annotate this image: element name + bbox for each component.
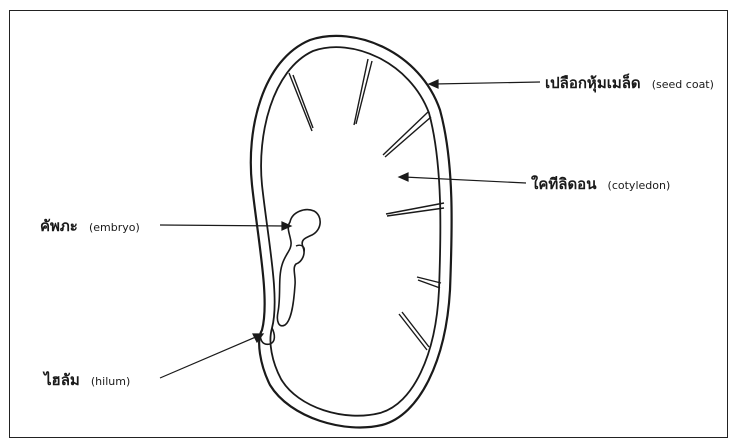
hilum-english: (hilum): [91, 375, 130, 388]
hilum-label: ไฮลัม (hilum): [42, 370, 130, 389]
seed-coat-arrow-line: [434, 82, 540, 84]
hilum-notch: [260, 328, 274, 344]
annotation-arrows: [160, 80, 540, 378]
embryo-english: (embryo): [89, 221, 140, 234]
cotyledon-english: (cotyledon): [608, 179, 671, 192]
cotyledon-arrowhead: [399, 173, 408, 181]
hilum-thai: ไฮลัม: [42, 370, 80, 389]
cotyledon-label: ใคทีลิดอน (cotyledon): [531, 174, 670, 193]
seed-coat-english: (seed coat): [652, 78, 714, 91]
cotyledon-thai: ใคทีลิดอน: [531, 175, 597, 193]
hilum-arrow-line: [160, 336, 258, 378]
cotyledon-texture-lines: [289, 59, 444, 350]
seed-coat-arrowhead: [429, 80, 438, 88]
embryo-label: คัพภะ (embryo): [40, 216, 140, 235]
seed-coat-thai: เปลือกหุ้มเมล็ด: [545, 73, 641, 93]
cotyledon-arrow-line: [404, 177, 526, 183]
embryo-thai: คัพภะ: [40, 217, 78, 235]
seed-coat-label: เปลือกหุ้มเมล็ด (seed coat): [545, 73, 714, 93]
